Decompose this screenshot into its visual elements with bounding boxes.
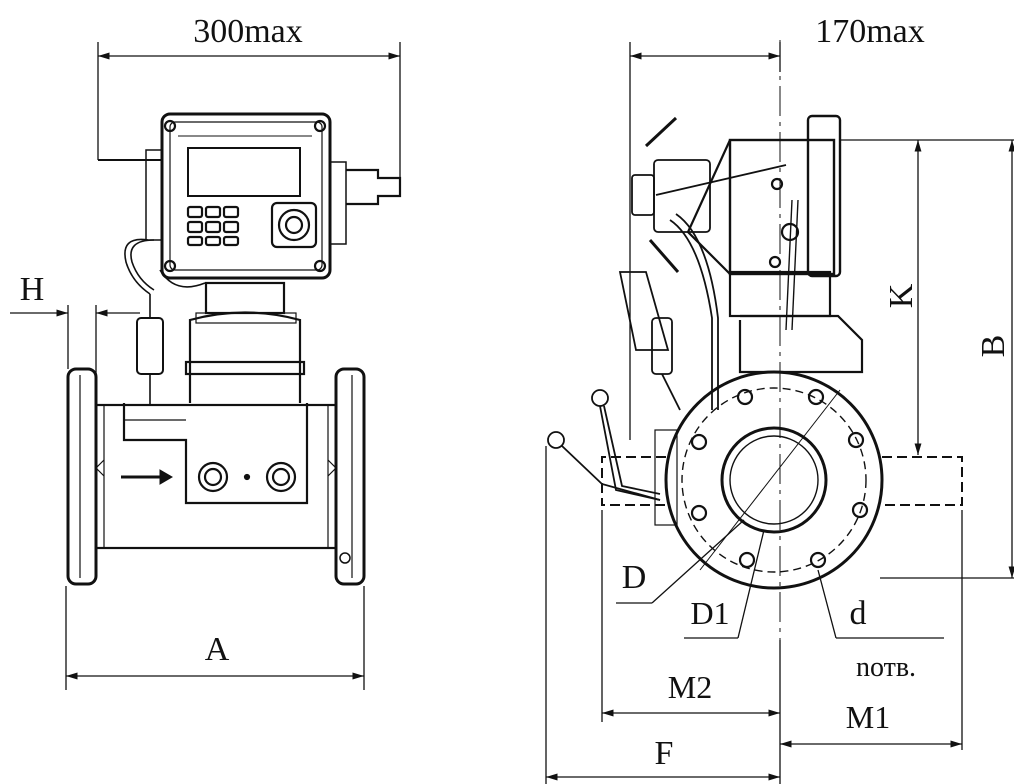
front-dimensions	[10, 42, 401, 690]
dim-f-label: F	[655, 735, 674, 772]
dim-d1-label: D1	[690, 595, 729, 631]
dim-n-holes-label: nотв.	[856, 652, 916, 683]
dim-m2-label: M2	[668, 669, 712, 705]
dim-k-label: K	[883, 283, 920, 308]
dim-h-label: H	[20, 271, 45, 308]
front-electronic-head	[98, 112, 402, 280]
front-transducer-block	[121, 403, 309, 505]
side-flange	[664, 370, 884, 590]
front-sensor-cable	[124, 238, 206, 405]
side-neck-head	[686, 114, 864, 374]
front-view	[66, 112, 402, 586]
dim-m1-label: M1	[846, 699, 890, 735]
side-dimensions	[545, 42, 1014, 784]
front-neck	[184, 281, 306, 403]
side-valve-assembly	[618, 116, 799, 411]
dim-b-label: B	[975, 335, 1012, 358]
side-handles	[547, 389, 661, 501]
side-pipes	[601, 456, 963, 506]
dim-300max-label: 300max	[193, 13, 303, 50]
side-view	[547, 40, 963, 640]
dim-d-hole-label: d	[850, 595, 867, 632]
front-pipe-body	[66, 367, 366, 586]
dim-d-outer-label: D	[622, 559, 647, 596]
dim-a-label: A	[205, 631, 230, 668]
dim-170max-label: 170max	[815, 13, 925, 50]
